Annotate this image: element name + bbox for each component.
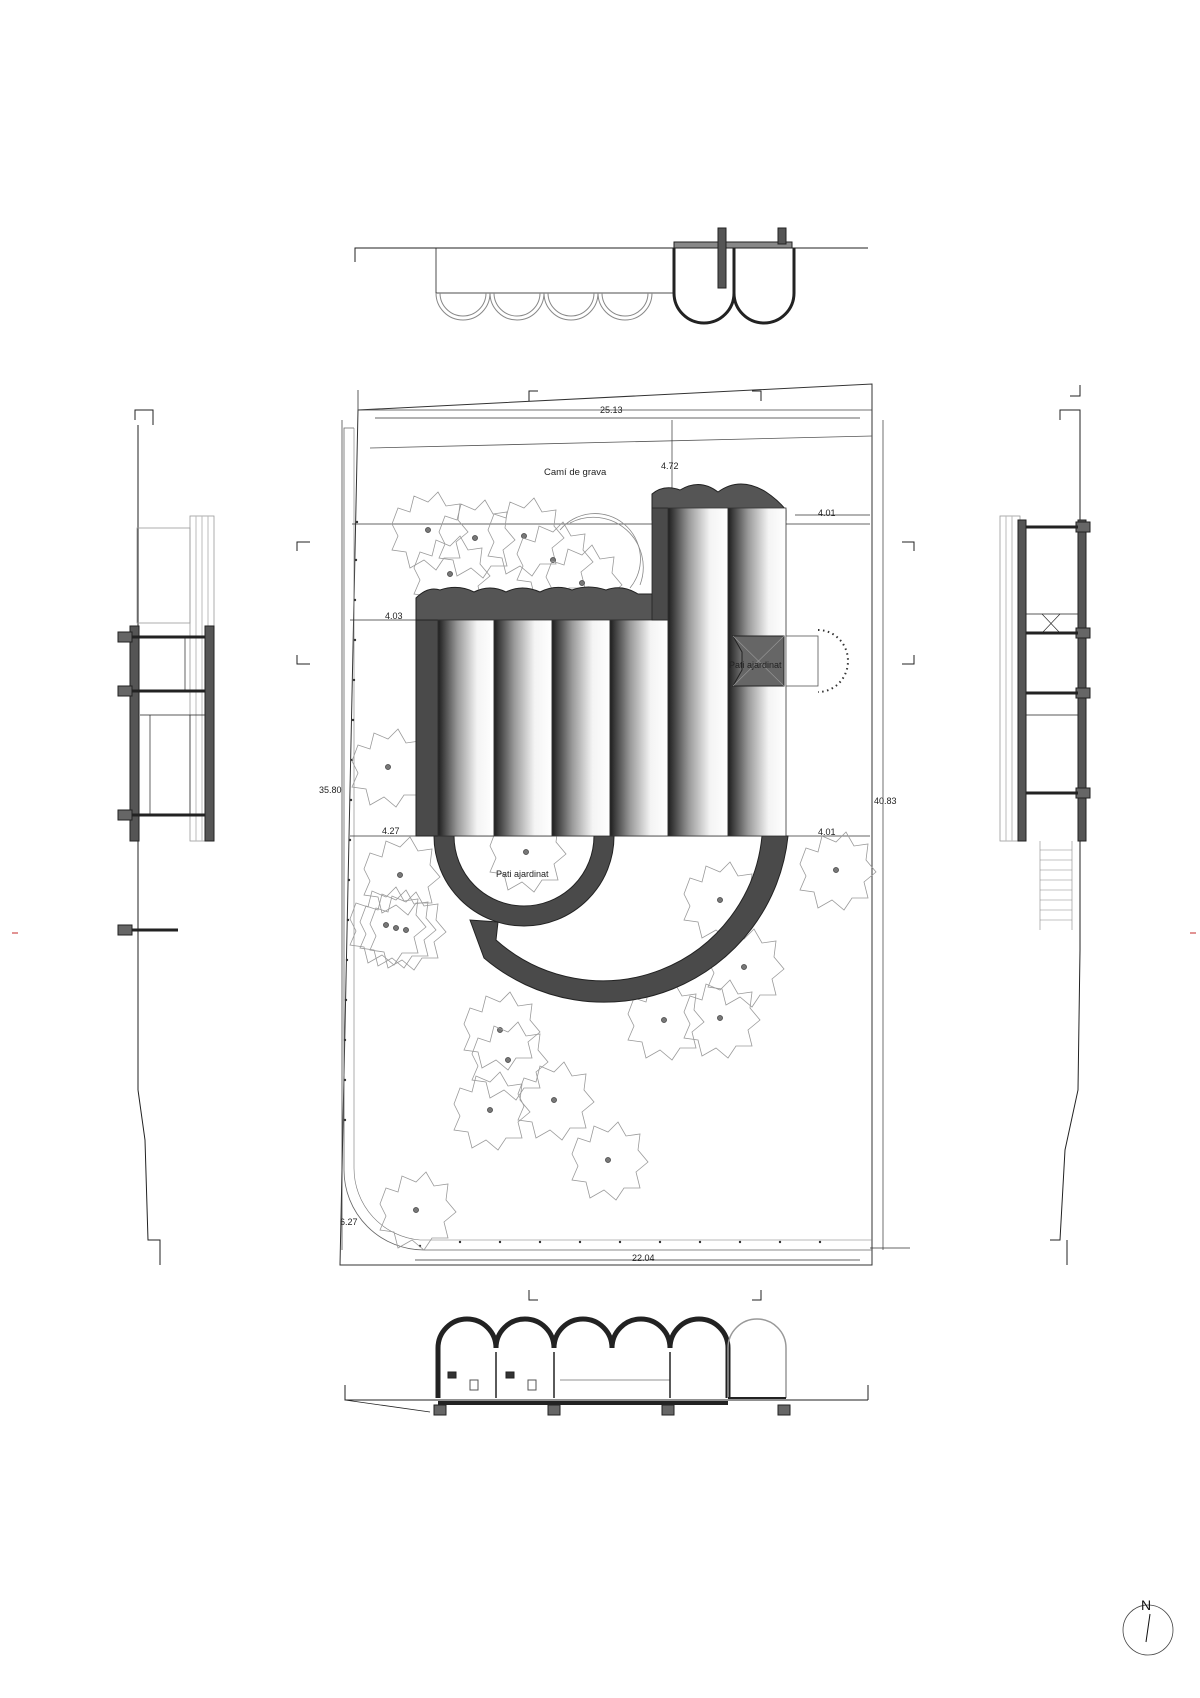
left-section-drawing: [117, 409, 215, 1265]
garden-patio-south-label: Pati ajardinat: [496, 869, 549, 879]
building: [415, 483, 849, 837]
north-label: N: [1141, 1597, 1152, 1613]
top-section-drawing: [354, 227, 868, 325]
right-section-drawing: [999, 385, 1091, 1265]
north-arrow: [1122, 1604, 1174, 1656]
garden-patio-east-label: Pati ajardinat: [729, 660, 782, 670]
dim-bottom-width: 22.04: [632, 1253, 655, 1263]
dim-tower-width: 4.72: [661, 461, 679, 471]
dim-left-offset-bottom: 4.27: [382, 826, 400, 836]
gravel-path-label: Camí de grava: [544, 467, 607, 478]
site-plan: [296, 383, 915, 1301]
dim-right-height: 40.83: [874, 796, 897, 806]
dim-corner-radius: 6.27: [340, 1217, 358, 1227]
dim-left-offset-top: 4.03: [385, 611, 403, 621]
dim-right-offset-bottom: 4.01: [818, 827, 836, 837]
bottom-section-drawing: [344, 1316, 869, 1416]
dim-left-height: 35.80: [319, 785, 342, 795]
dim-right-offset-top: 4.01: [818, 508, 836, 518]
dim-top-width: 25.13: [600, 405, 623, 415]
